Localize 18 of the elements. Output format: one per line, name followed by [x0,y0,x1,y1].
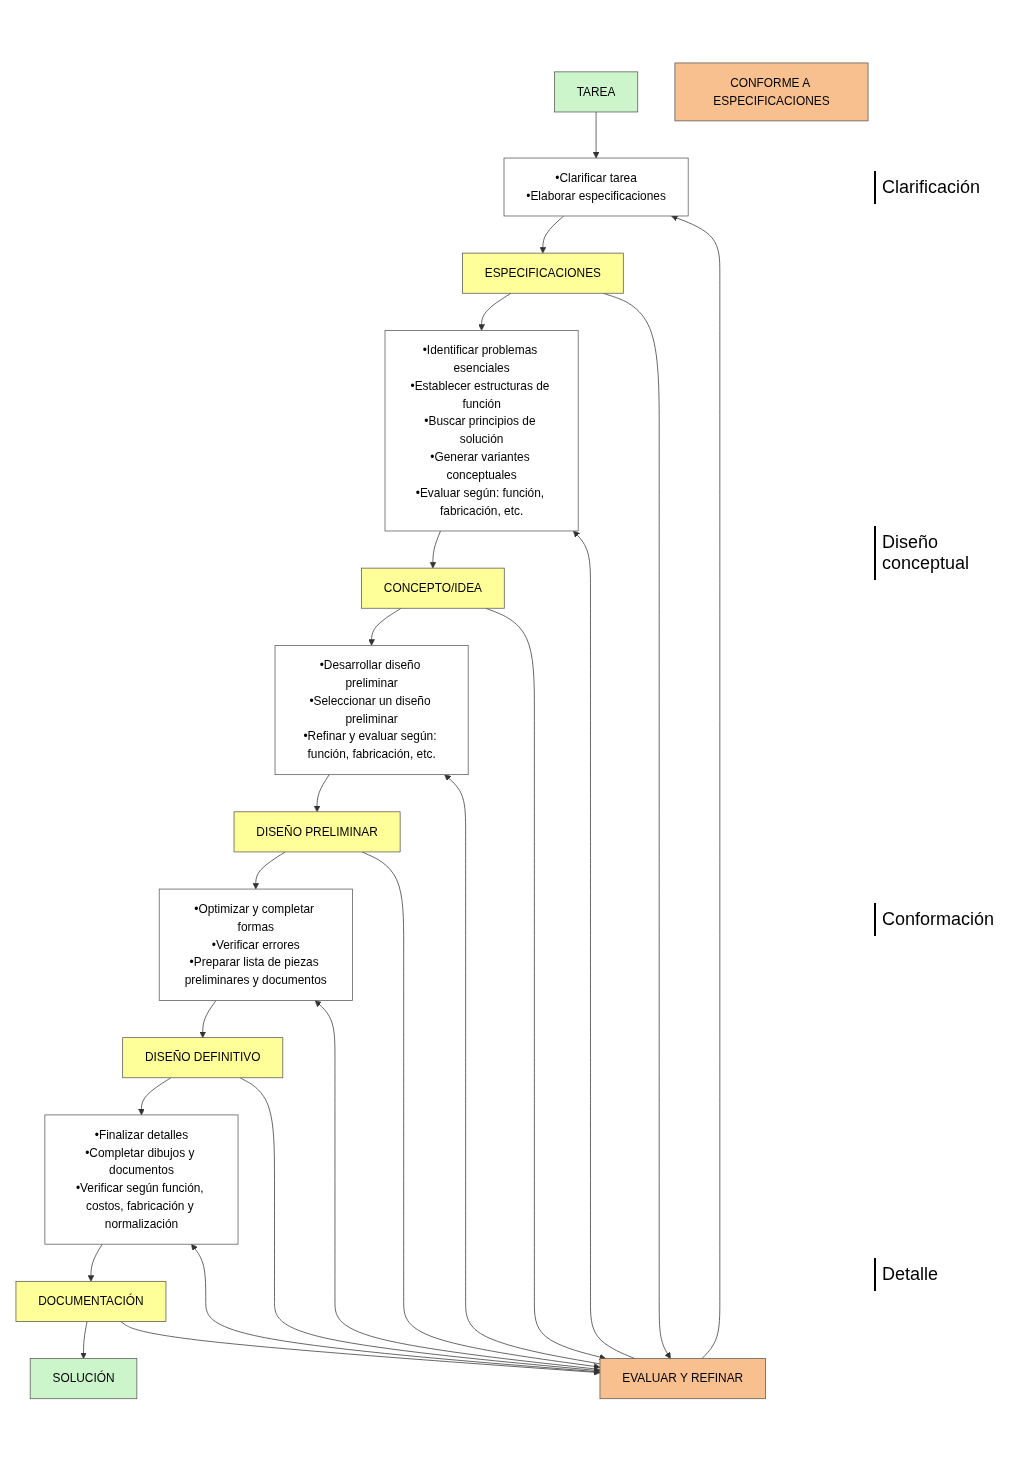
phase-label: Diseño conceptual [874,526,1024,581]
node-box: •Optimizar y completar formas •Verificar errores •Preparar lista de piezas preliminares y documentos [158,888,353,1002]
node-box: •Desarrollar diseño preliminar •Seleccionar un diseño preliminar •Refinar y evaluar según: función, fabricación, etc. [274,645,469,776]
node-box: TAREA [554,71,639,113]
phase-label: Clarificación [874,171,1024,205]
phase-label: Detalle [874,1257,1024,1291]
node-box: CONFORME A ESPECIFICACIONES [674,62,869,122]
node-box: DISEÑO PRELIMINAR [233,811,401,853]
node-box: DOCUMENTACIÓN [15,1281,167,1322]
node-box: CONCEPTO/IDEA [361,567,505,609]
node-box: DISEÑO DEFINITIVO [122,1037,284,1079]
node-box: •Clarificar tarea •Elaborar especificaciones [503,157,689,217]
node-box: •Identificar problemas esenciales •Establecer estructuras de función •Buscar principios de solución •Generar variantes conceptuales •Evaluar según: función, fabricación, etc. [384,330,579,532]
node-box: ESPECIFICACIONES [462,252,624,294]
node-box: SOLUCIÓN [29,1358,138,1400]
phase-label: Conformación [874,902,1024,936]
node-box: •Finalizar detalles •Completar dibujos y documentos •Verificar según función, costos, fabricación y normalización [44,1114,239,1245]
node-box: EVALUAR Y REFINAR [599,1358,766,1400]
